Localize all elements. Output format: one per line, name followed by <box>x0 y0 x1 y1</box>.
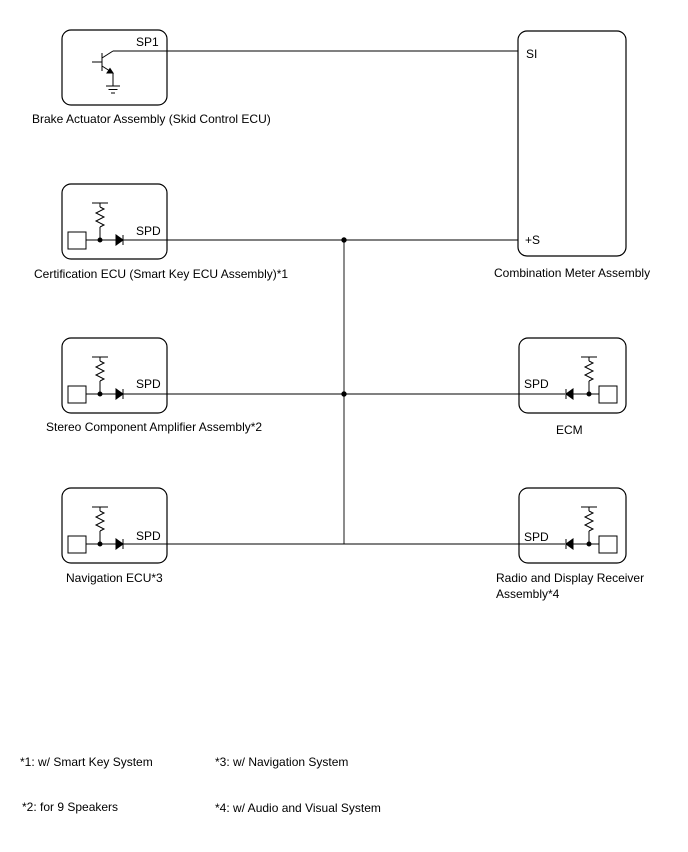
brake-actuator-label: Brake Actuator Assembly (Skid Control EC… <box>32 112 271 126</box>
ecm: SPD ECM <box>518 337 627 437</box>
certification-ecu-label: Certification ECU (Smart Key ECU Assembl… <box>34 267 288 281</box>
ecm-box <box>518 337 627 414</box>
node-dot <box>97 391 103 397</box>
footnote-2: *2: for 9 Speakers <box>22 800 118 814</box>
stereo-amp-label: Stereo Component Amplifier Assembly*2 <box>46 420 262 434</box>
signal-source-icon <box>598 385 618 404</box>
ecm-pin-spd: SPD <box>524 377 549 391</box>
wires <box>167 50 518 545</box>
footnote-1: *1: w/ Smart Key System <box>20 755 153 769</box>
ecm-label: ECM <box>556 423 583 437</box>
radio-receiver-box <box>518 487 627 564</box>
combination-meter-assembly: SI +S Combination Meter Assembly <box>494 30 650 280</box>
certification-ecu-pin-spd: SPD <box>136 224 161 238</box>
brake-actuator-assembly: SP1 Brake Actuator Assembly (Skid Contro… <box>32 29 271 126</box>
radio-receiver-label-line1: Radio and Display Receiver <box>496 571 644 585</box>
pullup-resistor-icon <box>581 506 597 544</box>
navigation-ecu-pin-spd: SPD <box>136 529 161 543</box>
brake-actuator-pin-sp1: SP1 <box>136 35 159 49</box>
combination-meter-pin-s: +S <box>525 233 540 247</box>
transistor-icon <box>92 50 167 86</box>
signal-source-icon <box>598 535 618 554</box>
footnotes: *1: w/ Smart Key System *3: w/ Navigatio… <box>20 755 381 815</box>
combination-meter-box <box>517 30 627 257</box>
footnote-3: *3: w/ Navigation System <box>215 755 348 769</box>
node-dot <box>97 541 103 547</box>
certification-ecu-box <box>61 183 168 260</box>
navigation-ecu-label: Navigation ECU*3 <box>66 571 163 585</box>
junction-dot-middle <box>341 391 347 397</box>
radio-receiver-label-line2: Assembly*4 <box>496 587 560 601</box>
ground-icon <box>106 85 120 94</box>
radio-receiver-pin-spd: SPD <box>524 530 549 544</box>
navigation-ecu-box <box>61 487 168 564</box>
pullup-resistor-icon <box>581 356 597 394</box>
stereo-amp-pin-spd: SPD <box>136 377 161 391</box>
combination-meter-pin-si: SI <box>526 47 537 61</box>
navigation-ecu: SPD Navigation ECU*3 <box>61 487 168 585</box>
brake-actuator-box <box>61 29 168 106</box>
node-dot <box>97 237 103 243</box>
certification-ecu: SPD Certification ECU (Smart Key ECU Ass… <box>34 183 288 281</box>
radio-display-receiver: SPD Radio and Display Receiver Assembly*… <box>496 487 644 601</box>
stereo-amp-box <box>61 337 168 414</box>
footnote-4: *4: w/ Audio and Visual System <box>215 801 381 815</box>
junction-dot-top <box>341 237 347 243</box>
combination-meter-label: Combination Meter Assembly <box>494 266 650 280</box>
stereo-component-amplifier: SPD Stereo Component Amplifier Assembly*… <box>46 337 262 434</box>
